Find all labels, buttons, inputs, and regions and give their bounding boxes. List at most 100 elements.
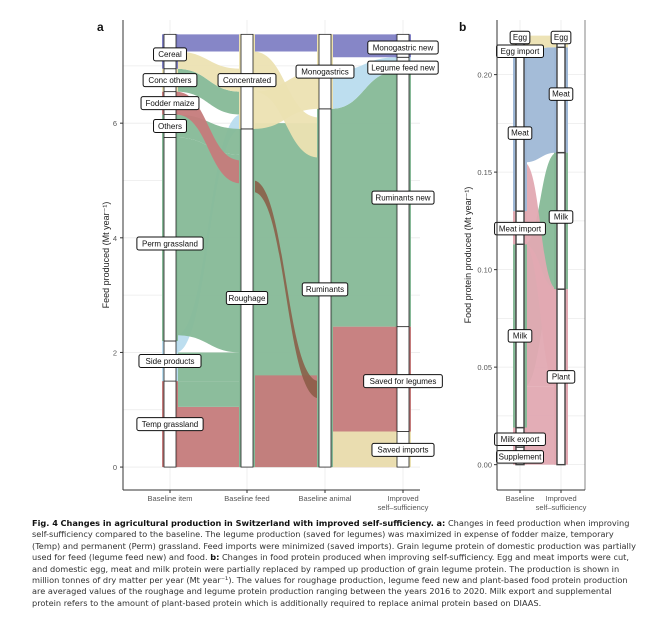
label-temp-grassland-text: Temp grassland (142, 420, 198, 429)
label-b-egg-baseline-box (509, 30, 531, 45)
x-tick-label: Improved (545, 494, 576, 503)
label-b-milk-export-baseline-text: Milk export (501, 435, 540, 444)
label-b-supplement-baseline-text: Supplement (499, 452, 542, 461)
label-b-milk-export-baseline-box (494, 432, 546, 447)
label-side-products-box (138, 354, 202, 369)
label-legume-feed-new: Legume feed new (367, 60, 439, 75)
label-monogastric-new: Monogastric new (367, 40, 439, 55)
label-ruminants-new: Ruminants new (371, 190, 435, 205)
y-tick-label: 4 (113, 234, 117, 243)
flow-meat-meat (524, 47, 557, 163)
label-b-egg-improved-text: Egg (554, 33, 568, 42)
label-monogastrics-box (295, 64, 355, 79)
panel-b-letter: b (459, 20, 467, 34)
flow-saved-imports (331, 431, 397, 468)
label-b-meat-improved-text: Meat (552, 90, 571, 99)
label-saved-for-legumes-text: Saved for legumes (370, 377, 437, 386)
label-monogastrics-text: Monogastrics (301, 67, 349, 76)
caption-a-label: a: (436, 518, 446, 528)
x-tick-label: Baseline animal (299, 494, 352, 503)
label-ruminants-new-text: Ruminants new (375, 193, 430, 202)
label-ruminants-text: Ruminants (306, 285, 344, 294)
label-b-meat-import-baseline: Meat import (494, 221, 546, 236)
y-tick-label: 6 (113, 119, 117, 128)
x-tick-label: self–sufficiency (378, 503, 429, 512)
caption-a-text: Changes in feed production when improvin… (32, 518, 636, 563)
y-tick-label: 0 (113, 463, 117, 472)
label-side-products: Side products (138, 354, 202, 369)
label-concentrated-box (217, 73, 277, 88)
flow-meat-plant (524, 162, 557, 387)
label-saved-imports: Saved imports (371, 442, 435, 457)
x-tick-label: Baseline (506, 494, 535, 503)
label-perm-grassland-text: Perm grassland (142, 239, 198, 248)
label-conc-others: Conc others (142, 73, 198, 88)
y-axis-title: Food protein produced (Mt year⁻¹) (463, 187, 473, 324)
label-concentrated-text: Concentrated (223, 76, 271, 85)
label-b-egg-improved-box (550, 30, 572, 45)
label-monogastrics: Monogastrics (295, 64, 355, 79)
label-saved-imports-box (371, 442, 435, 457)
label-saved-imports-text: Saved imports (377, 446, 428, 455)
x-tick-label: Baseline feed (224, 494, 269, 503)
label-conc-others-text: Conc others (148, 76, 191, 85)
label-monogastric-new-text: Monogastric new (373, 43, 434, 52)
label-legume-feed-new-text: Legume feed new (371, 63, 435, 72)
label-b-egg-import-baseline-text: Egg import (501, 47, 540, 56)
flow-cereal-mono (253, 34, 319, 52)
label-others-text: Others (158, 122, 182, 131)
label-temp-grassland-box (136, 417, 204, 432)
label-fodder-maize-box (140, 96, 200, 111)
y-tick-label: 0.10 (477, 266, 492, 275)
flow-maize-roughage (176, 91, 241, 184)
label-cereal-text: Cereal (158, 50, 182, 59)
label-cereal-box (153, 47, 187, 62)
label-others-box (153, 119, 187, 134)
label-b-egg-baseline: Egg (509, 30, 531, 45)
label-b-egg-baseline-text: Egg (513, 33, 527, 42)
label-ruminants-box (301, 282, 349, 297)
y-tick-label: 2 (113, 348, 117, 357)
label-b-plant-improved-box (546, 370, 576, 384)
flow-roughage-ruminants-red (253, 375, 319, 468)
label-roughage: Roughage (225, 290, 269, 305)
label-b-meat-improved: Meat (548, 87, 574, 101)
y-tick-label: 0.05 (477, 363, 492, 372)
label-cereal: Cereal (153, 47, 187, 62)
label-perm-grassland-box (136, 236, 204, 251)
label-b-egg-improved: Egg (550, 30, 572, 45)
y-tick-label: 0.15 (477, 168, 492, 177)
flow-perm-roughage (176, 137, 241, 353)
figure-caption: Fig. 4 Changes in agricultural productio… (32, 518, 642, 609)
flow-rum-new (331, 71, 397, 327)
y-axis-title: Feed produced (Mt year⁻¹) (101, 202, 111, 309)
label-b-meat-baseline: Meat (507, 126, 533, 140)
label-fodder-maize: Fodder maize (140, 96, 200, 111)
caption-b-label: b: (210, 552, 220, 563)
x-tick-label: Baseline item (147, 494, 192, 503)
y-tick-label: 0.20 (477, 71, 492, 80)
label-b-meat-improved-box (548, 87, 574, 101)
label-b-milk-baseline: Milk (507, 329, 533, 343)
label-saved-for-legumes-box (363, 374, 443, 389)
label-temp-grassland: Temp grassland (136, 417, 204, 432)
label-b-meat-import-baseline-box (494, 221, 546, 236)
caption-fig-label: Fig. 4 (32, 518, 58, 528)
flow-temp-grass-roughage-2 (176, 381, 241, 407)
flow-cereal-top (176, 34, 241, 52)
label-roughage-text: Roughage (229, 294, 266, 303)
label-ruminants: Ruminants (301, 282, 349, 297)
label-others: Others (153, 119, 187, 134)
caption-title: Changes in agricultural production in Sw… (60, 518, 434, 528)
label-b-milk-baseline-box (507, 329, 533, 343)
label-saved-for-legumes: Saved for legumes (363, 374, 443, 389)
label-b-meat-import-baseline-text: Meat import (499, 224, 542, 233)
label-b-meat-baseline-text: Meat (511, 129, 530, 138)
y-tick-label: 0.00 (477, 461, 492, 470)
panel-a-letter: a (97, 20, 104, 34)
label-b-milk-export-baseline: Milk export (494, 432, 546, 447)
x-tick-label: self–sufficiency (536, 503, 587, 512)
caption-b-text: Changes in food protein produced when im… (32, 552, 629, 608)
